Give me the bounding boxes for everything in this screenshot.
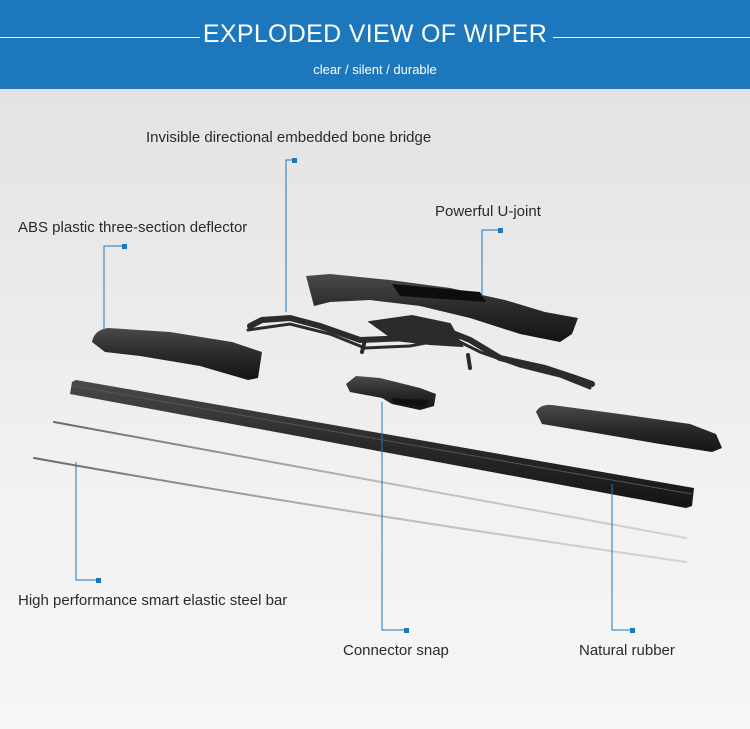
label-steel-bar: High performance smart elastic steel bar — [18, 592, 287, 609]
label-bone-bridge: Invisible directional embedded bone brid… — [146, 129, 431, 146]
label-connector: Connector snap — [343, 642, 449, 659]
connector-snap — [346, 376, 436, 410]
left-deflector — [92, 328, 262, 380]
label-rubber: Natural rubber — [579, 642, 675, 659]
label-u-joint: Powerful U-joint — [435, 203, 541, 220]
label-deflector: ABS plastic three-section deflector — [18, 219, 247, 236]
right-deflector — [536, 405, 722, 452]
